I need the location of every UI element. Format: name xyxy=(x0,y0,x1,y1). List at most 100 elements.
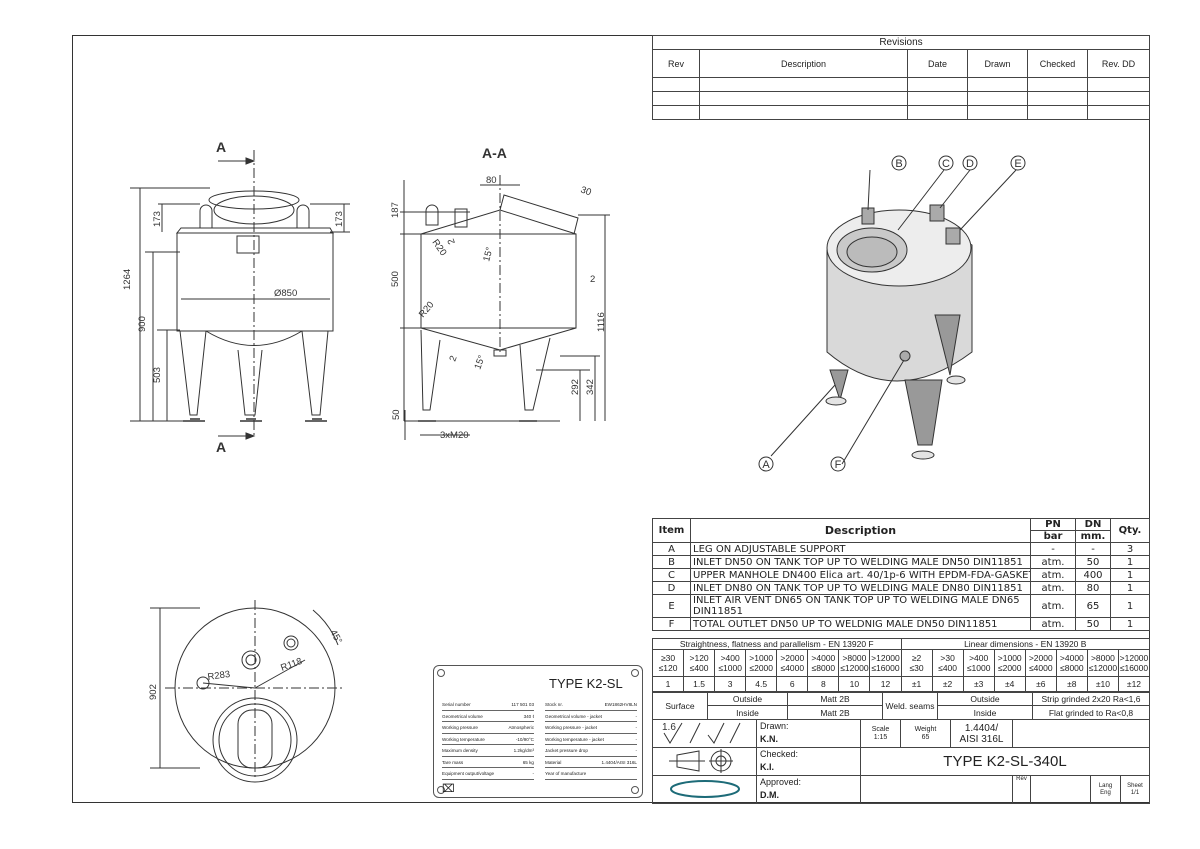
linear-tolerance-value: ±12 xyxy=(1117,676,1151,692)
range-max: ≤120 xyxy=(658,663,678,673)
dim-diameter: Ø850 xyxy=(274,288,297,299)
projection-icon xyxy=(668,748,733,773)
range-min: >400 xyxy=(969,653,989,663)
value: Atmospheric xyxy=(508,725,534,730)
screw-hole xyxy=(437,786,445,794)
surface-inside-value: Matt 2B xyxy=(787,705,883,720)
scale-label: Scale xyxy=(871,725,890,733)
range-max: ≤400 xyxy=(938,663,958,673)
approved-by: D.M. xyxy=(760,790,779,800)
item-description: INLET AIR VENT DN65 ON TANK TOP UP TO WE… xyxy=(690,594,1031,618)
straightness-range: ≥30≤120 xyxy=(651,649,685,677)
range-min: >1000 xyxy=(749,653,774,663)
range-min: >2000 xyxy=(780,653,805,663)
section-mark-bottom: A xyxy=(216,439,226,455)
item-description: INLET DN50 ON TANK TOP UP TO WELDING MAL… xyxy=(690,555,1031,569)
straightness-title: Straightness, flatness and parallelism -… xyxy=(652,638,902,650)
item-dn: 80 xyxy=(1075,581,1111,595)
straightness-range: >400≤1000 xyxy=(714,649,747,677)
label: Serial number xyxy=(442,702,471,707)
straightness-range: >4000≤8000 xyxy=(807,649,840,677)
weld-inside: Inside xyxy=(937,705,1033,720)
nameplate-title: TYPE K2-SL xyxy=(549,676,623,691)
angle-15-top: 15° xyxy=(481,246,495,263)
label: Stock nr. xyxy=(545,702,563,707)
dim-2-side: 2 xyxy=(590,274,595,285)
dim-2-bottom: 2 xyxy=(447,354,459,363)
item-qty: 1 xyxy=(1110,555,1150,569)
checked-by: K.I. xyxy=(760,762,775,772)
value: -10/90°C xyxy=(515,736,534,742)
range-min: >4000 xyxy=(1059,653,1084,663)
item-dn: 65 xyxy=(1075,594,1111,618)
range-min: >400 xyxy=(720,653,740,663)
straightness-tolerance-value: 1 xyxy=(651,676,685,692)
item-letter: D xyxy=(652,581,691,595)
range-max: ≤400 xyxy=(689,663,709,673)
straightness-range: >1000≤2000 xyxy=(745,649,778,677)
linear-tolerance-value: ±8 xyxy=(1055,676,1088,692)
linear-tolerance-value: ±10 xyxy=(1086,676,1119,692)
screw-hole xyxy=(631,786,639,794)
roughness-symbols: 1.6 xyxy=(652,719,757,748)
value: - xyxy=(635,736,637,742)
linear-tolerance-value: ±6 xyxy=(1024,676,1057,692)
material-line-2: AISI 316L xyxy=(959,733,1004,745)
straightness-range: >2000≤4000 xyxy=(776,649,809,677)
item-pn: - xyxy=(1030,542,1076,556)
item-letter: E xyxy=(652,594,691,618)
surface-inside: Inside xyxy=(707,705,788,720)
callout-f: F xyxy=(835,459,842,471)
straightness-range: >12000≤16000 xyxy=(869,649,902,677)
range-max: ≤12000 xyxy=(1088,663,1118,673)
drawing-frame xyxy=(72,35,1150,803)
item-description: UPPER MANHOLE DN400 Elica art. 40/1p-6 W… xyxy=(690,568,1031,582)
callout-a: A xyxy=(762,459,770,471)
drawn-label: Drawn: xyxy=(760,721,789,731)
revision-row xyxy=(652,105,1150,120)
range-max: ≤4000 xyxy=(780,663,805,673)
linear-tolerance-value: ±3 xyxy=(962,676,995,692)
item-letter: A xyxy=(652,542,691,556)
linear-range: >8000≤12000 xyxy=(1086,649,1119,677)
item-pn: atm. xyxy=(1030,594,1076,618)
range-max: ≤4000 xyxy=(1028,663,1053,673)
checked-label: Checked: xyxy=(760,749,799,759)
nameplate-right-column: Stock nr.EW1862HV8LN Geometrical volume … xyxy=(545,699,637,780)
dim-900: 900 xyxy=(137,316,148,332)
range-min: >12000 xyxy=(871,653,900,663)
weight-value: 65 xyxy=(921,733,930,741)
dn-unit: mm. xyxy=(1075,530,1111,543)
range-max: ≤16000 xyxy=(1119,663,1149,673)
dim-342: 342 xyxy=(585,379,596,395)
range-max: ≤30 xyxy=(909,663,924,673)
label: Working pressure xyxy=(442,725,478,730)
surface-outside-value: Matt 2B xyxy=(787,692,883,706)
dim-2-top: 2 xyxy=(446,237,458,246)
section-title: A-A xyxy=(482,145,507,161)
roughness-value: 1.6 xyxy=(662,722,676,733)
linear-range: >12000≤16000 xyxy=(1117,649,1151,677)
value: 117 501 03 xyxy=(511,702,534,707)
label: Working pressure - jacket xyxy=(545,725,597,730)
item-dn: - xyxy=(1075,542,1111,556)
weee-icon: ⌧ xyxy=(442,782,455,795)
roughness-icon: 1.6 xyxy=(662,722,740,744)
weld-outside-value: Strip grinded 2x20 Ra<1,6 xyxy=(1032,692,1150,706)
scale-value: 1:15 xyxy=(873,733,888,741)
item-qty: 1 xyxy=(1110,617,1150,631)
item-pn: atm. xyxy=(1030,568,1076,582)
drawn-header: Drawn xyxy=(967,49,1028,78)
screw-hole xyxy=(631,669,639,677)
dim-r118: R118 xyxy=(279,656,303,674)
value: 1.4404/AISI 316L xyxy=(601,759,637,765)
rev-label: Rev xyxy=(1012,775,1031,804)
range-min: ≥2 xyxy=(911,653,922,663)
range-max: ≤2000 xyxy=(749,663,773,673)
